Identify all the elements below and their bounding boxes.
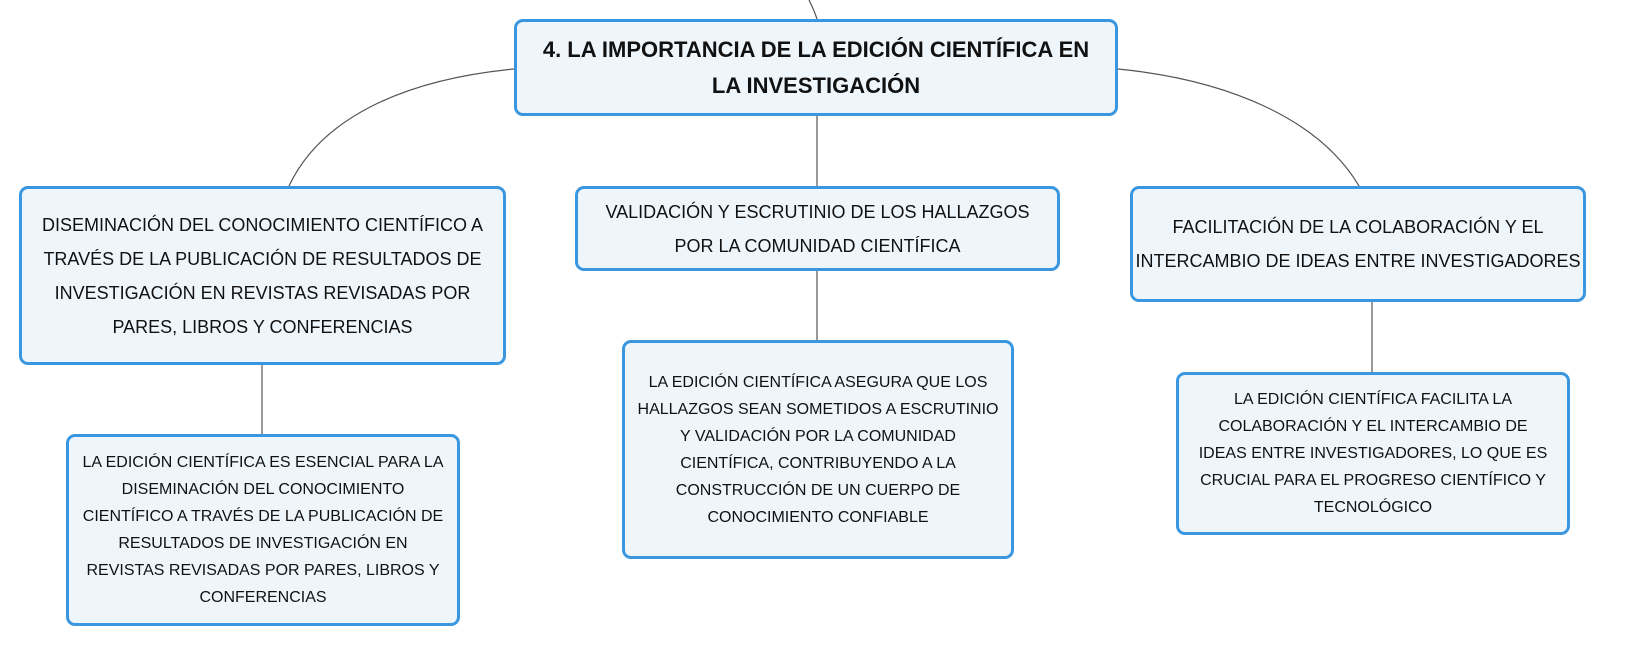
detail-line: LA EDICIÓN CIENTÍFICA ASEGURA QUE LOS	[648, 373, 988, 391]
connector-root-left	[288, 68, 515, 187]
root-topic[interactable]: 4. LA IMPORTANCIA DE LA EDICIÓN CIENTÍFI…	[514, 19, 1118, 116]
connector-root-right	[1117, 68, 1360, 187]
topic-line: POR LA COMUNIDAD CIENTÍFICA	[674, 235, 961, 256]
detail-line: TECNOLÓGICO	[1313, 499, 1433, 516]
topic-line: PARES, LIBROS Y CONFERENCIAS	[112, 316, 413, 337]
root-line: 4. LA IMPORTANCIA DE LA EDICIÓN CIENTÍFI…	[542, 36, 1090, 62]
detail-line: COLABORACIÓN Y EL INTERCAMBIO DE	[1218, 418, 1528, 435]
detail-line: CONFERENCIAS	[199, 589, 327, 606]
detail-line: REVISTAS REVISADAS POR PARES, LIBROS Y	[86, 562, 440, 579]
detail-line: IDEAS ENTRE INVESTIGADORES, LO QUE ES	[1198, 445, 1548, 462]
detail-line: CIENTÍFICO A TRAVÉS DE LA PUBLICACIÓN DE	[82, 508, 444, 525]
topic-line: INTERCAMBIO DE IDEAS ENTRE INVESTIGADORE…	[1135, 251, 1581, 271]
detail-line: CIENTÍFICA, CONTRIBUYENDO A LA	[680, 454, 956, 472]
topic-line: FACILITACIÓN DE LA COLABORACIÓN Y EL	[1172, 217, 1544, 237]
detail-line: CONSTRUCCIÓN DE UN CUERPO DE	[675, 481, 961, 499]
topic-colaboracion[interactable]: FACILITACIÓN DE LA COLABORACIÓN Y EL INT…	[1130, 186, 1586, 302]
topic-line: DISEMINACIÓN DEL CONOCIMIENTO CIENTÍFICO…	[41, 214, 484, 235]
topic-line: TRAVÉS DE LA PUBLICACIÓN DE RESULTADOS D…	[43, 248, 482, 269]
detail-diseminacion[interactable]: LA EDICIÓN CIENTÍFICA ES ESENCIAL PARA L…	[66, 434, 460, 626]
detail-line: CRUCIAL PARA EL PROGRESO CIENTÍFICO Y	[1200, 472, 1546, 489]
detail-line: CONOCIMIENTO CONFIABLE	[707, 508, 929, 526]
detail-line: RESULTADOS DE INVESTIGACIÓN EN	[118, 535, 408, 552]
topic-line: INVESTIGACIÓN EN REVISTAS REVISADAS POR	[54, 282, 471, 303]
topic-validacion[interactable]: VALIDACIÓN Y ESCRUTINIO DE LOS HALLAZGOS…	[575, 186, 1060, 271]
detail-line: LA EDICIÓN CIENTÍFICA FACILITA LA	[1234, 391, 1512, 408]
detail-line: LA EDICIÓN CIENTÍFICA ES ESENCIAL PARA L…	[82, 454, 444, 471]
detail-colaboracion[interactable]: LA EDICIÓN CIENTÍFICA FACILITA LA COLABO…	[1176, 372, 1570, 535]
detail-validacion[interactable]: LA EDICIÓN CIENTÍFICA ASEGURA QUE LOS HA…	[622, 340, 1014, 559]
detail-line: DISEMINACIÓN DEL CONOCIMIENTO	[121, 481, 405, 498]
topic-line: VALIDACIÓN Y ESCRUTINIO DE LOS HALLAZGOS	[605, 201, 1030, 222]
detail-line: HALLAZGOS SEAN SOMETIDOS A ESCRUTINIO	[637, 400, 999, 418]
detail-line: Y VALIDACIÓN POR LA COMUNIDAD	[680, 427, 956, 445]
connector-parent-root	[808, 0, 818, 20]
topic-diseminacion[interactable]: DISEMINACIÓN DEL CONOCIMIENTO CIENTÍFICO…	[19, 186, 506, 365]
root-line: LA INVESTIGACIÓN	[711, 72, 921, 98]
